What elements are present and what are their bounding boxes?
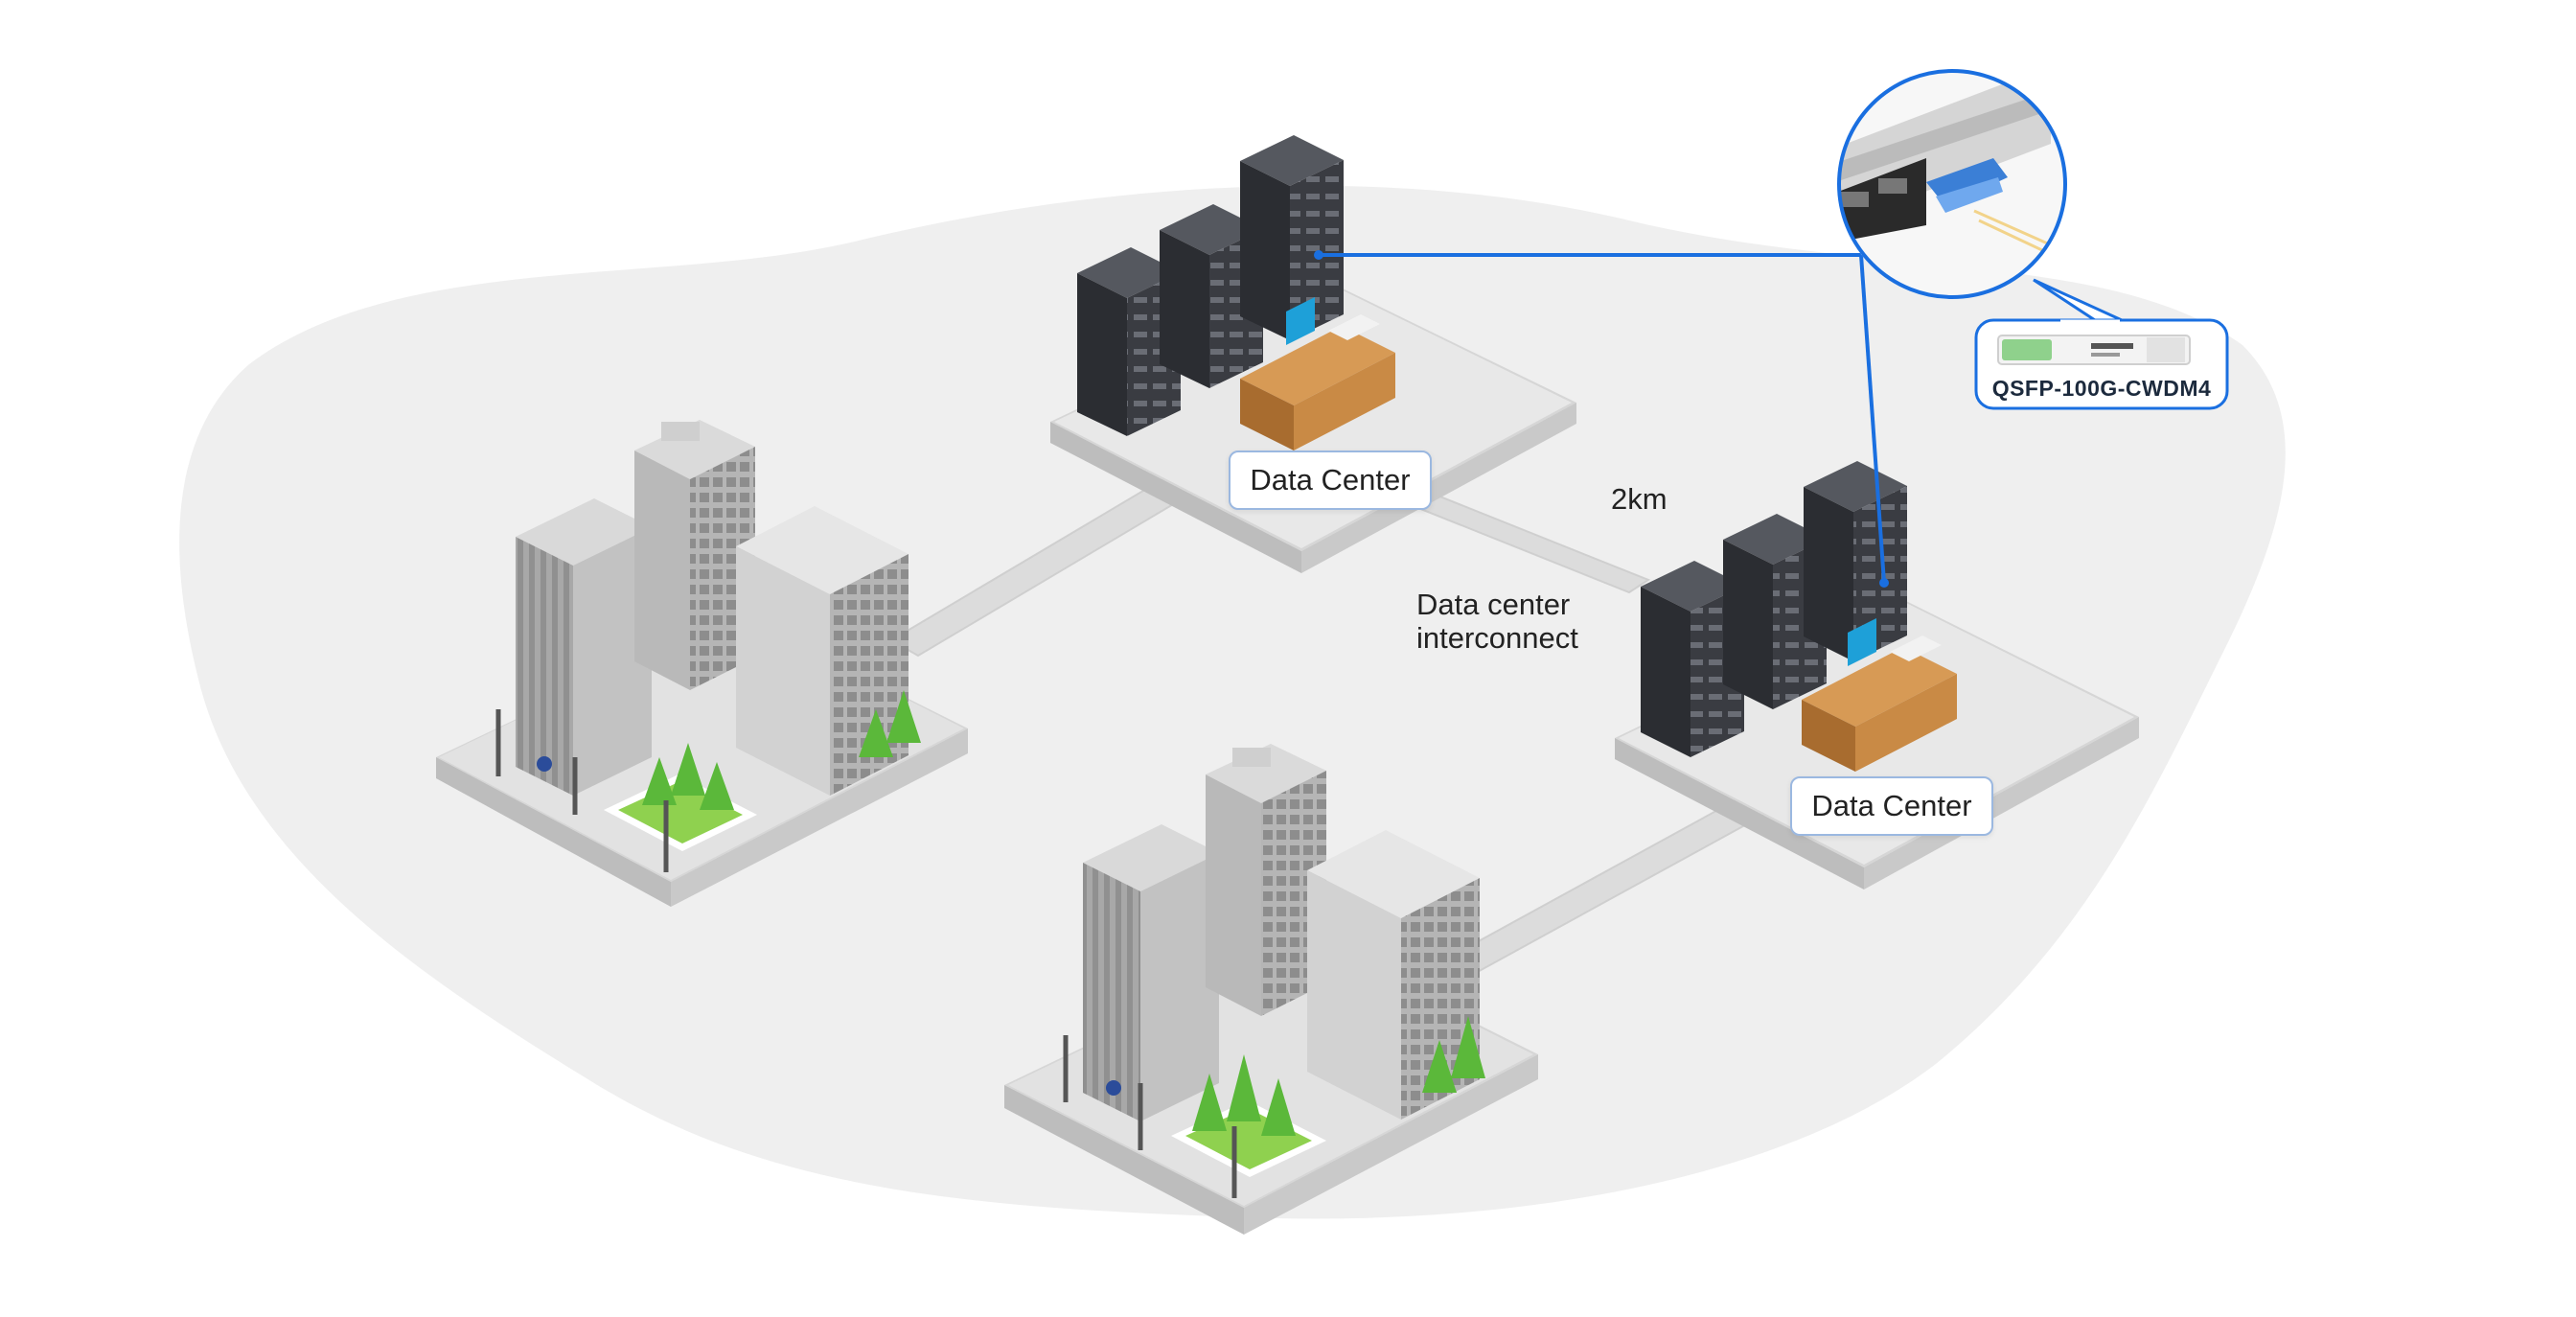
- road-network: [889, 468, 1774, 976]
- link-endpoint-top: [1314, 250, 1323, 260]
- module-name-label: QSFP-100G-CWDM4: [1991, 376, 2212, 401]
- link-endpoint-right: [1879, 578, 1889, 588]
- data-center-top: [1050, 135, 1576, 573]
- data-center-label-top: Data Center: [1229, 451, 1432, 510]
- office-block-left: [436, 420, 968, 907]
- data-center-label-top-text: Data Center: [1250, 463, 1411, 497]
- data-center-label-right-text: Data Center: [1811, 789, 1972, 822]
- distance-label: 2km: [1611, 482, 1668, 516]
- interconnect-label: Data center interconnect: [1416, 588, 1578, 655]
- interconnect-label-line1: Data center: [1416, 588, 1571, 621]
- office-block-bottom: [1004, 744, 1538, 1235]
- zoom-inset: [1837, 69, 2067, 299]
- transceiver-module-image: [1997, 335, 2191, 365]
- fiber-link: [1319, 253, 1886, 584]
- interconnect-label-line2: interconnect: [1416, 621, 1578, 655]
- data-center-right: [1615, 461, 2139, 890]
- module-callout: [1974, 278, 2229, 410]
- data-center-label-right: Data Center: [1790, 776, 1993, 836]
